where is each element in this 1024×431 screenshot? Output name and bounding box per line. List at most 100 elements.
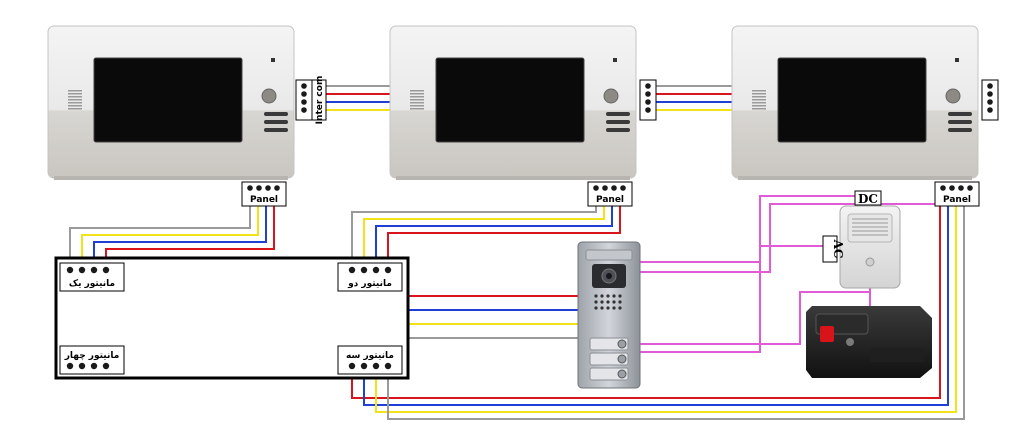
grill-line [410, 93, 424, 95]
monitors-layer [47, 25, 979, 180]
grill-line [752, 108, 766, 110]
distributor-box: مانیتور یک مانیتور دو مانیتور چهار مانیت… [54, 256, 410, 380]
intercom-port [639, 79, 657, 121]
terminal [987, 99, 993, 105]
grill-line [410, 96, 424, 98]
distributor-port-label: مانیتور دو [347, 279, 392, 289]
monitor-base [738, 176, 972, 180]
distributor-port-4: مانیتور چهار [59, 345, 125, 375]
grill-line [752, 96, 766, 98]
monitor-2-wire [363, 204, 605, 268]
terminal [987, 83, 993, 89]
monitor-button [264, 128, 288, 132]
pink-wire [640, 288, 871, 345]
svg-text:AC: AC [831, 239, 845, 259]
distributor-port-label: مانیتور چهار [64, 351, 120, 361]
dc-label: DC [854, 190, 882, 206]
terminal [645, 107, 651, 113]
monitor-button [264, 120, 288, 124]
door-panel-icon [577, 241, 641, 389]
monitor-1-wire [93, 204, 267, 268]
terminal [265, 185, 271, 191]
power-supply-icon [839, 205, 901, 289]
terminal [987, 91, 993, 97]
monitor-button [606, 128, 630, 132]
port-terminals [66, 266, 110, 274]
terminal [987, 107, 993, 113]
svg-text:DC: DC [858, 192, 878, 206]
monitor-screen-icon [777, 57, 927, 143]
terminal [301, 83, 307, 89]
grill-line [68, 96, 82, 98]
monitor-3-wire [351, 204, 941, 399]
speaker-grill-icon [594, 294, 622, 310]
intercom-label-box [311, 79, 327, 121]
grill-line [68, 90, 82, 92]
grill-line [68, 105, 82, 107]
terminal [247, 185, 253, 191]
monitor-knob-icon [945, 88, 961, 104]
monitor-button [948, 112, 972, 116]
monitor-unit-1 [47, 25, 295, 180]
monitor-knob-icon [603, 88, 619, 104]
terminal [940, 185, 946, 191]
port-terminals [348, 362, 392, 370]
monitor-screen-icon [93, 57, 243, 143]
monitor-button [948, 120, 972, 124]
electric-lock-icon [806, 306, 932, 378]
terminal [645, 99, 651, 105]
grill-line [68, 102, 82, 104]
terminal [593, 185, 599, 191]
distributor-port-label: مانیتور سه [346, 351, 394, 361]
distributor-port-2: مانیتور دو [337, 262, 403, 292]
grill-line [752, 105, 766, 107]
panel-port: Panel [934, 181, 980, 207]
monitor-led-icon [955, 58, 959, 62]
terminal [301, 99, 307, 105]
grill-line [410, 99, 424, 101]
terminal [949, 185, 955, 191]
monitor-2-wire [375, 204, 613, 268]
intercom-port: Inter com [295, 76, 327, 125]
speaker-grill-icon [752, 90, 766, 110]
grill-line [752, 99, 766, 101]
terminal [301, 107, 307, 113]
intercom-label: Inter com [315, 76, 325, 125]
port-terminals [66, 362, 110, 370]
speaker-grill-icon [410, 90, 424, 110]
terminal [620, 185, 626, 191]
pink-wire [640, 195, 855, 263]
monitor-knob-icon [261, 88, 277, 104]
monitor-button [606, 120, 630, 124]
terminal [256, 185, 262, 191]
grill-line [68, 108, 82, 110]
monitor-button [948, 128, 972, 132]
terminal [611, 185, 617, 191]
monitor-led-icon [271, 58, 275, 62]
monitor-unit-3 [731, 25, 979, 180]
monitor-1-wire [69, 204, 251, 268]
monitor-2-wire [387, 204, 621, 268]
grill-line [752, 90, 766, 92]
grill-line [68, 99, 82, 101]
grill-line [410, 90, 424, 92]
monitor-base [396, 176, 630, 180]
monitor-base [54, 176, 288, 180]
ac-label: AC [822, 235, 845, 263]
panel-port: Panel [587, 181, 633, 207]
monitor-1-wire [81, 204, 259, 268]
distributor-port-label: مانیتور یک [69, 279, 115, 289]
terminal [958, 185, 964, 191]
distributor-port-3: مانیتور سه [337, 345, 403, 375]
pink-wire [640, 245, 823, 353]
panel-port-label: Panel [596, 195, 624, 205]
monitor-led-icon [613, 58, 617, 62]
panel-port-label: Panel [250, 195, 278, 205]
monitor-3-wire [387, 204, 965, 420]
monitor-unit-2 [389, 25, 637, 180]
panel-port: Panel [241, 181, 287, 207]
monitor-2-wire [351, 204, 597, 268]
